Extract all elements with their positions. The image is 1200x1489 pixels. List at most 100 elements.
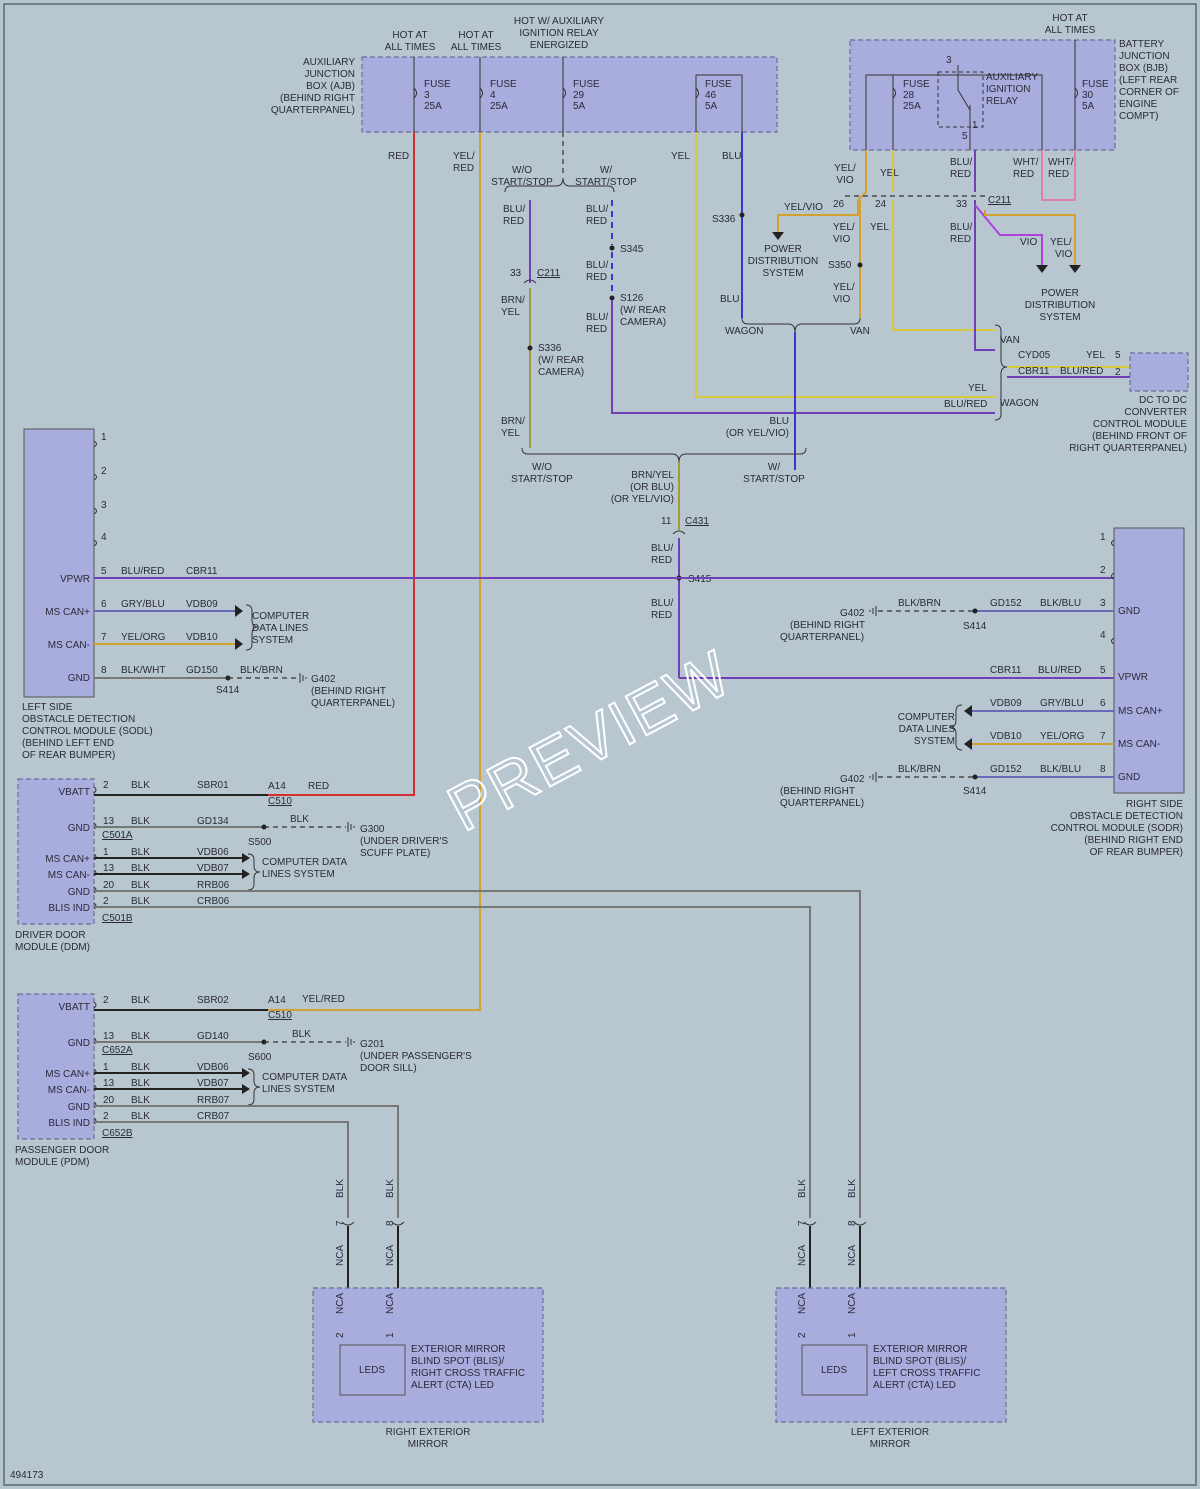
ddm-pin-number: 1 [103,847,109,858]
wire-label-blured-wagon: BLU/RED [944,399,987,410]
ground-g300 [347,822,355,832]
left-mirror-leds [801,1344,868,1396]
sodr-mscanp-label: MS CAN+ [1118,706,1163,717]
sodl-gnd-blkbrn: BLK/BRN [240,665,283,676]
pdm-pin-number: 13 [103,1078,115,1089]
sodr-box [1113,527,1185,794]
relay-pin-3: 3 [946,55,952,66]
wire-label-blured-w3: BLU/RED [586,312,608,335]
preview-watermark: PREVIEW [436,636,743,845]
left-mirror-connector: BLK BLK 7 8 NCA NCA [797,1179,867,1266]
svg-text:NCA: NCA [847,1245,858,1266]
ddm-vbatt-color: RED [308,781,329,792]
sodr-gnd-blkbrn-2: BLK/BRN [898,764,941,775]
pdm-pin-number: 20 [103,1095,115,1106]
wire-label-yel-24: YEL [870,222,889,233]
sodl-gnd-circuit: GD150 [186,665,218,676]
wire-vio-pds [974,204,1043,265]
s415-label: S415 [688,574,712,585]
svg-text:1: 1 [1100,532,1106,543]
ddm-arrow [242,869,250,879]
wire-rrb07 [94,1105,399,1218]
wire-label-brnyel-2: BRN/YEL [501,416,525,439]
ddm-pin-number: 13 [103,863,115,874]
sodl-mscann-circuit: VDB10 [186,632,218,643]
s600-label: S600 [248,1052,272,1063]
pdm-wire-color: BLK [131,1095,150,1106]
right-mirror-nca-2: NCA [335,1293,346,1314]
pdm-arrow [242,1068,250,1078]
wire-red-ddm [268,132,415,796]
c431-pin-11: 11 [661,516,672,527]
left-mirror-pin-1: 1 [847,1332,858,1338]
svg-text:1: 1 [101,432,107,443]
ground-g201 [347,1037,355,1047]
wire-crb06 [94,906,811,1218]
c211-pin-33-lower: 33 [510,268,522,279]
sodl-pin-5: 5 [101,566,107,577]
svg-text:NCA: NCA [797,1245,808,1266]
s414-left-label: S414 [216,685,240,696]
pdm-circuit-label: CRB07 [197,1111,230,1122]
splice-s336b [527,345,533,351]
c211-pin-33: 33 [956,199,968,210]
sodr-mscann-circuit: VDB10 [990,731,1022,742]
ddm-circuit-label: VDB07 [197,863,229,874]
ddm-pin-number: 2 [103,780,109,791]
wire-label-whtred-2: WHT/RED [1048,157,1074,180]
wagon-label-1: WAGON [725,326,764,337]
sodr-vpwr-label: VPWR [1118,672,1148,683]
sodr-vpwr-color: BLU/RED [1038,665,1081,676]
sodr-pin-3: 3 [1100,598,1106,609]
pdm-pin-number: 13 [103,1031,115,1042]
c431-label: C431 [685,516,709,527]
wire-label-vio: VIO [1020,237,1037,248]
ddm-c501b-label: C501B [102,913,133,924]
wire-label-blu-46: BLU [722,151,741,162]
ground-g402-right-1 [869,606,877,616]
pdm-gnd-blk: BLK [292,1029,311,1040]
sodr-pin-5: 5 [1100,665,1106,676]
bjb-bus [865,74,1043,150]
sodr-gnd3-circuit: GD152 [990,598,1022,609]
splice-s414-right-2 [972,774,978,780]
s414-right-label-2: S414 [963,786,987,797]
sodr-gnd3-color: BLK/BLU [1040,598,1081,609]
sodr-pin-7: 7 [1100,731,1106,742]
splice-s345 [609,245,615,251]
wire-blured-van [974,200,995,351]
pdm-pin-name: BLIS IND [48,1118,90,1129]
pdm-circuit-label: VDB06 [197,1062,229,1073]
pdm-wire-color: BLK [131,1111,150,1122]
ddm-wire-color: BLK [131,780,150,791]
wire-label-blured-c431: BLU/RED [651,543,673,566]
ss-label-w-bottom: W/START/STOP [743,462,805,485]
ddm-box [17,778,95,925]
sodr-pin-8: 8 [1100,764,1106,775]
wire-label-red: RED [388,151,409,162]
ddm-circuit-label: RRB06 [197,880,230,891]
c211-pin-24: 24 [875,199,887,210]
dcdc-color-2: BLU/RED [1060,366,1103,377]
right-mirror-connector: BLK BLK 7 8 NCA NCA [335,1179,405,1266]
wire-label-blured-33: BLU/RED [950,222,972,245]
ddm-wire-color: BLK [131,896,150,907]
sodl-mscanp-label: MS CAN+ [45,607,90,618]
ddm-wire-color: BLK [131,880,150,891]
wire-label-blured-wo: BLU/RED [503,204,525,227]
sodr-pin-6: 6 [1100,698,1106,709]
sodl-mscann-label: MS CAN- [48,640,90,651]
left-mirror-box [775,1287,1007,1423]
